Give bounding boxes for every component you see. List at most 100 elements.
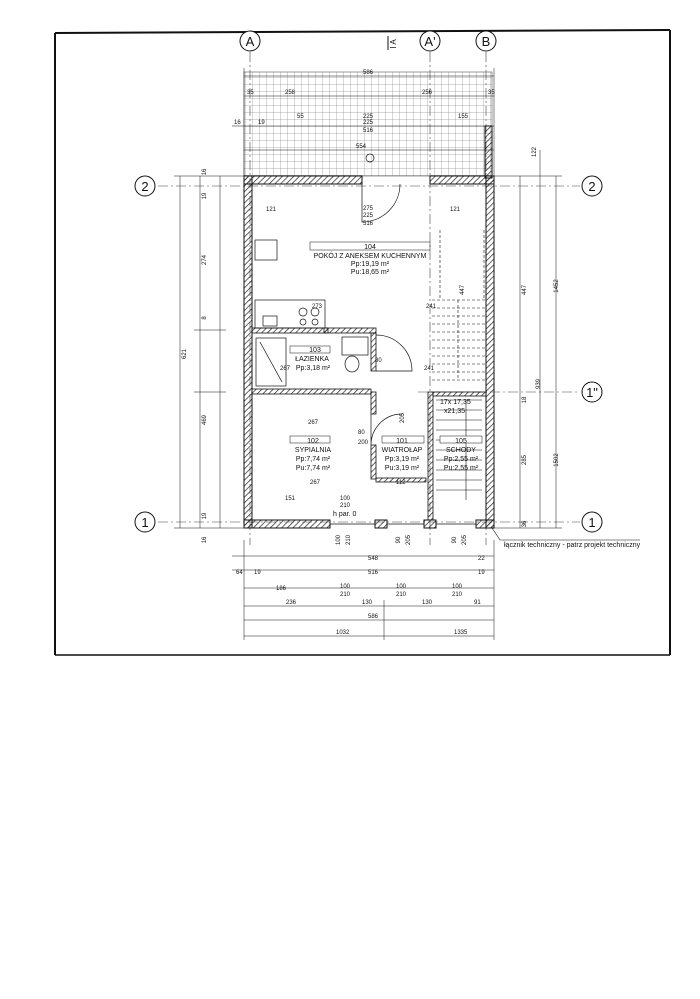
room-104-name: POKÓJ Z ANEKSEM KUCHENNYM bbox=[314, 251, 427, 260]
room-102-pu: Pu:7,74 m² bbox=[296, 465, 331, 472]
exterior-walls bbox=[243, 175, 495, 529]
axis-label-b: B bbox=[482, 34, 491, 49]
section-mark-label: I A bbox=[389, 39, 398, 49]
dim-int-241a: 241 bbox=[426, 304, 437, 310]
room-101-name: WIATROŁAP bbox=[382, 447, 423, 454]
dim-right-1502: 1502 bbox=[554, 453, 560, 467]
dim-left-16a: 16 bbox=[202, 168, 208, 175]
kitchen-counter bbox=[254, 299, 326, 329]
dim-bot-100c: 100 bbox=[396, 584, 407, 590]
note-sill: h par. 0 bbox=[333, 511, 356, 518]
dim-int-267a: 267 bbox=[280, 366, 291, 372]
kitchen-fridge bbox=[254, 239, 278, 261]
dim-top-35b: 35 bbox=[488, 90, 495, 96]
axis-label-2-right: 2 bbox=[588, 179, 595, 194]
doors bbox=[330, 183, 476, 525]
dim-int-241b: 241 bbox=[424, 366, 435, 372]
dim-bot-130b: 130 bbox=[422, 600, 433, 606]
axis-label-2-left: 2 bbox=[141, 179, 148, 194]
room-103-pp: Pp:3,18 m² bbox=[296, 365, 331, 372]
sheet-frame bbox=[54, 29, 671, 656]
dim-left-621: 621 bbox=[182, 348, 188, 359]
axis-bubbles: A A' B 2 1 2 1" 1 bbox=[134, 30, 603, 533]
dim-top-225a: 225 bbox=[363, 114, 374, 120]
room-102-pp: Pp:7,74 m² bbox=[296, 456, 331, 463]
bathtub-drain-line bbox=[259, 341, 283, 383]
axis-bubble-2-right: 2 bbox=[581, 175, 603, 197]
room-102-number: 102 bbox=[307, 438, 319, 445]
room-101-pp: Pp:3,19 m² bbox=[385, 456, 420, 463]
bathtub bbox=[255, 337, 287, 387]
section-mark: I A bbox=[387, 36, 398, 50]
dim-room-225: 225 bbox=[363, 213, 374, 219]
axis-label-a: A bbox=[246, 34, 255, 49]
room-101-label: 101 WIATROŁAP Pp:3,19 m² Pu:3,19 m² bbox=[382, 435, 425, 472]
dim-top-256: 256 bbox=[422, 90, 433, 96]
room-105-label: 105 SCHODY Pp:2,55 m² Pu:2,55 m² bbox=[439, 435, 483, 472]
dim-bot-186: 186 bbox=[276, 586, 287, 592]
right-dimensions bbox=[494, 150, 562, 529]
room-103-label: 103 ŁAZIENKA Pp:3,18 m² bbox=[289, 345, 331, 372]
dim-left-274: 274 bbox=[202, 254, 208, 265]
dim-right-447b: 447 bbox=[522, 284, 528, 295]
dim-room-121b: 121 bbox=[450, 207, 461, 213]
dim-bot-210c: 210 bbox=[396, 592, 407, 598]
axis-label-a-prime: A' bbox=[424, 34, 435, 49]
room-102-name: SYPIALNIA bbox=[295, 447, 332, 454]
dim-bot-130a: 130 bbox=[362, 600, 373, 606]
dim-top-554: 554 bbox=[356, 144, 367, 150]
dim-int-267c: 267 bbox=[310, 480, 321, 486]
dim-top-122: 122 bbox=[532, 146, 538, 157]
axis-bubble-1-right: 1 bbox=[581, 511, 603, 533]
dim-top-516a: 516 bbox=[363, 128, 374, 134]
dim-bot-91: 91 bbox=[474, 600, 481, 606]
dim-top-586: 586 bbox=[363, 70, 374, 76]
axis-bubble-a-prime: A' bbox=[419, 30, 441, 52]
cooktop-burner-icon bbox=[311, 318, 319, 326]
axis-label-1-double-prime: 1" bbox=[586, 385, 598, 400]
axis-label-1-left: 1 bbox=[141, 515, 148, 530]
room-104-pu: Pu:18,65 m² bbox=[351, 269, 390, 276]
room-102-label: 102 SYPIALNIA Pp:7,74 m² Pu:7,74 m² bbox=[289, 435, 332, 472]
stairs-line-1: 17x 17,35 bbox=[440, 399, 471, 406]
dim-bot-205a: 205 bbox=[406, 534, 412, 545]
washbasin bbox=[341, 336, 369, 356]
stairs-line-2: x21,35 bbox=[444, 408, 465, 415]
dim-bot-90a: 90 bbox=[396, 536, 402, 543]
dim-room-275: 275 bbox=[363, 206, 374, 212]
dim-int-205: 205 bbox=[400, 412, 406, 423]
room-104-label: 104 POKÓJ Z ANEKSEM KUCHENNYM Pp:19,19 m… bbox=[309, 241, 431, 276]
terrace-level-marker bbox=[365, 153, 375, 163]
dim-bot-1335: 1335 bbox=[454, 630, 468, 636]
terrace-side-wall bbox=[484, 125, 493, 179]
axis-bubble-1-left: 1 bbox=[134, 511, 156, 533]
dim-bot-1032: 1032 bbox=[336, 630, 350, 636]
axis-bubble-1-double-prime-right: 1" bbox=[581, 381, 603, 403]
dim-bot-100d: 100 bbox=[452, 584, 463, 590]
dim-right-939: 939 bbox=[536, 378, 542, 389]
terrace-tiles bbox=[243, 71, 493, 177]
dim-right-1452: 1452 bbox=[554, 279, 560, 293]
dim-left-469: 469 bbox=[202, 414, 208, 425]
dim-int-267b: 267 bbox=[308, 420, 319, 426]
interior-walls bbox=[251, 327, 487, 521]
dim-int-100a: 100 bbox=[340, 496, 351, 502]
kitchen-fittings bbox=[254, 239, 326, 329]
dim-left-8: 8 bbox=[202, 316, 208, 320]
axis-label-1-right: 1 bbox=[588, 515, 595, 530]
dim-top-258a: 258 bbox=[285, 90, 296, 96]
dim-bot-586: 586 bbox=[368, 614, 379, 620]
axis-bubble-a: A bbox=[239, 30, 261, 52]
room-104-pp: Pp:19,19 m² bbox=[351, 261, 390, 268]
dim-bot-516: 516 bbox=[368, 570, 379, 576]
cooktop-burner-icon bbox=[310, 307, 320, 317]
door-bathroom bbox=[375, 334, 413, 372]
dim-int-151: 151 bbox=[285, 496, 296, 502]
dim-bot-210d: 210 bbox=[452, 592, 463, 598]
dim-bot-205b: 205 bbox=[462, 534, 468, 545]
dim-top-35a: 35 bbox=[247, 90, 254, 96]
room-104-number: 104 bbox=[364, 244, 376, 251]
dim-right-36: 36 bbox=[522, 520, 528, 527]
left-dimensions bbox=[174, 175, 244, 529]
